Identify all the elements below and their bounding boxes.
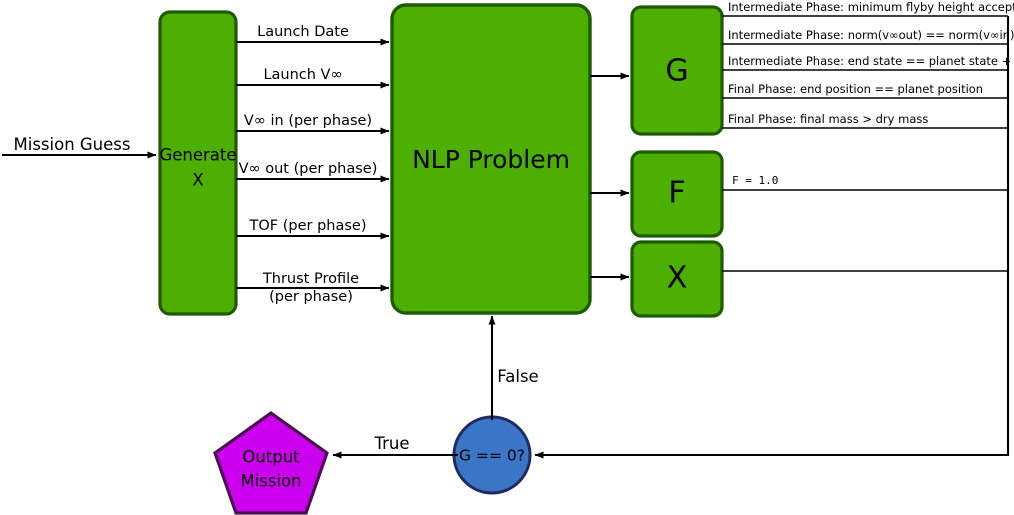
- g-constraint-4-label: Final Phase: end position == planet posi…: [728, 82, 983, 96]
- edge-tof: TOF (per phase): [236, 218, 390, 240]
- g-constraint-5-label: Final Phase: final mass > dry mass: [728, 112, 928, 126]
- g-constraint-3: Intermediate Phase: end state == planet …: [722, 54, 1014, 71]
- g-constraint-3-label: Intermediate Phase: end state == planet …: [728, 54, 1014, 68]
- edge-vinf-out: V∞ out (per phase): [236, 161, 390, 183]
- x-node[interactable]: X: [630, 240, 724, 318]
- nlp-problem-shape[interactable]: [390, 3, 592, 315]
- output-mission-node[interactable]: Output Mission: [213, 411, 329, 515]
- g-constraint-2-label: Intermediate Phase: norm(v∞out) == norm(…: [728, 28, 1014, 42]
- edge-tof-label: TOF (per phase): [249, 218, 367, 234]
- output-mission-label-line1: Output: [242, 448, 300, 467]
- f-node[interactable]: F: [630, 150, 724, 238]
- g-constraint-2: Intermediate Phase: norm(v∞out) == norm(…: [722, 28, 1014, 45]
- f-node-shape[interactable]: [630, 150, 724, 238]
- edge-launch-date-label: Launch Date: [257, 24, 349, 40]
- output-mission-shape[interactable]: [213, 411, 329, 515]
- edge-vinf-out-label: V∞ out (per phase): [239, 161, 378, 177]
- nlp-problem-node[interactable]: NLP Problem: [390, 3, 592, 315]
- g-constraint-1-label: Intermediate Phase: minimum flyby height…: [728, 0, 1014, 14]
- true-branch-edge: True: [332, 434, 458, 459]
- edge-vinf-in-label: V∞ in (per phase): [244, 113, 372, 129]
- edge-launch-vinf: Launch V∞: [236, 67, 390, 89]
- x-node-shape[interactable]: [630, 240, 724, 318]
- generate-x-label-line2: X: [192, 171, 203, 190]
- edge-thrust-profile: Thrust Profile (per phase): [236, 271, 390, 305]
- generate-x-shape[interactable]: [158, 10, 238, 316]
- false-branch-label: False: [497, 367, 538, 386]
- g-node-label: G: [665, 54, 688, 89]
- g-node[interactable]: G: [630, 5, 724, 136]
- mission-guess-edge: Mission Guess: [2, 135, 157, 159]
- generate-x-node[interactable]: Generate X: [158, 10, 238, 316]
- decision-node[interactable]: G == 0?: [452, 415, 532, 495]
- false-branch-edge: False: [488, 315, 539, 420]
- x-node-label: X: [667, 261, 688, 296]
- decision-node-label: G == 0?: [459, 447, 525, 465]
- g-constraint-4: Final Phase: end position == planet posi…: [722, 82, 1008, 99]
- g-constraint-1: Intermediate Phase: minimum flyby height…: [722, 0, 1014, 17]
- f-output-line: F = 1.0: [722, 174, 1008, 191]
- edge-thrust-profile-label-line1: Thrust Profile: [262, 271, 359, 287]
- true-branch-label: True: [373, 434, 409, 453]
- edge-launch-vinf-label: Launch V∞: [263, 67, 342, 83]
- generate-x-label-line1: Generate: [159, 146, 236, 165]
- edge-launch-date: Launch Date: [236, 24, 390, 46]
- output-mission-label-line2: Mission: [240, 472, 301, 491]
- nlp-problem-label: NLP Problem: [412, 145, 570, 174]
- f-output-label: F = 1.0: [732, 174, 778, 187]
- edge-vinf-in: V∞ in (per phase): [236, 113, 390, 135]
- edge-thrust-profile-label-line2: (per phase): [269, 289, 353, 305]
- g-constraint-5: Final Phase: final mass > dry mass: [722, 112, 1008, 129]
- mission-guess-label: Mission Guess: [14, 135, 131, 154]
- f-node-label: F: [668, 176, 685, 211]
- feedback-return-edge: [534, 16, 1010, 459]
